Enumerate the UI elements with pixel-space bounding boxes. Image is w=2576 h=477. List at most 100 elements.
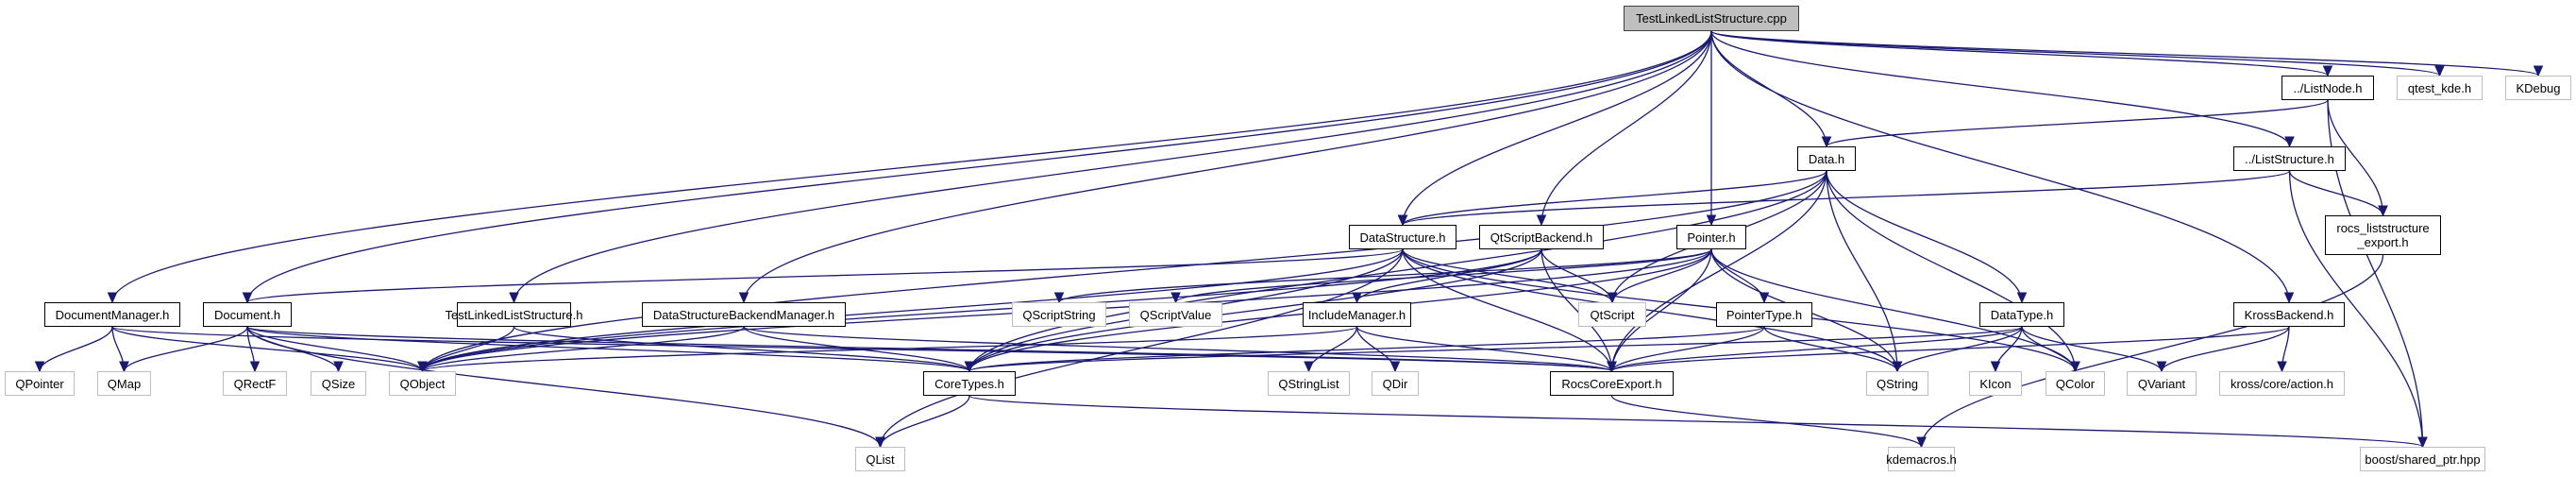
node-includemanager[interactable]: IncludeManager.h [1303,302,1411,327]
edge-datatype-to-rocscoreexport [1610,326,2023,372]
edge-document-to-rocscoreexport [246,326,1613,372]
edge-data-to-datastructure [1402,170,1827,226]
node-qobject: QObject [389,371,456,396]
edge-dsbackendmgr-to-qobject [421,326,745,372]
edge-data-to-datatype [1826,170,2023,303]
edge-pointer-to-qscriptstring [1058,248,1712,303]
node-listnode[interactable]: ../ListNode.h [2281,76,2374,100]
node-qlist: QList [855,447,905,471]
arrowhead-icon [2322,65,2333,77]
edge-datastructure-to-document [246,248,1404,303]
node-liststructure[interactable]: ../ListStructure.h [2233,146,2346,171]
node-krossbackend[interactable]: KrossBackend.h [2233,302,2345,327]
arrowhead-icon [2070,361,2080,373]
arrowhead-icon [34,361,45,373]
edge-root-to-liststructure [1710,30,2291,147]
edge-docmanager-to-qpointer [39,326,113,372]
edge-rocscoreexport-to-kdemacros [1610,395,1923,448]
node-datatype[interactable]: DataType.h [1979,302,2064,327]
edge-listnode-to-rocs_export [2327,99,2384,216]
edge-dsbackendmgr-to-coretypes [743,326,970,372]
edge-datatype-to-qvariant [2021,326,2163,372]
edge-root-to-document [246,30,1712,303]
node-qvariant: QVariant [2127,371,2197,396]
node-qstringlist: QStringList [1268,371,1350,396]
node-kdebug: KDebug [2505,76,2571,100]
edge-coretypes-to-qlist [879,395,970,448]
edge-qtscriptbackend-to-rocscoreexport [1541,248,1613,372]
edge-listnode-to-data [1826,99,2329,147]
edge-testlinked_h-to-qobject [421,326,515,372]
node-qcolor: QColor [2046,371,2105,396]
edge-document-to-qmap [123,326,248,372]
arrowhead-icon [1053,292,1065,304]
arrowhead-icon [2284,136,2295,148]
edge-krossbackend-to-qvariant [2161,326,2290,372]
edge-liststructure-to-rocs_export [2288,170,2384,216]
edge-includemanager-to-qobject [421,326,1358,372]
arrowhead-icon [964,361,975,373]
node-qrectf: QRectF [223,371,287,396]
arrowhead-icon [107,292,118,304]
node-kross-action: kross/core/action.h [2219,371,2345,396]
arrowhead-icon [242,292,253,304]
node-qscriptstring: QScriptString [1012,302,1106,327]
node-datastructure[interactable]: DataStructure.h [1349,225,1456,249]
edge-docmanager-to-qobject [111,326,424,372]
edge-datatype-to-coretypes [968,326,2023,372]
edge-pointer-to-rocscoreexport [1610,248,1712,372]
arrowhead-icon [2434,65,2445,77]
edge-pointer-to-pointertype [1710,248,1765,303]
node-qtscriptbackend[interactable]: QtScriptBackend.h [1479,225,1604,249]
node-coretypes[interactable]: CoreTypes.h [923,371,1016,396]
arrowhead-icon [1170,292,1181,304]
node-docmanager[interactable]: DocumentManager.h [44,302,180,327]
edge-testlinked_h-to-coretypes [513,326,970,372]
edge-liststructure-to-datastructure [1402,170,2291,226]
edge-coretypes-to-boost_shared [968,395,2424,448]
edge-pointertype-to-rocscoreexport [1610,326,1765,372]
arrowhead-icon [1607,361,1617,373]
arrowhead-icon [333,361,344,373]
node-qpointer: QPointer [5,371,75,396]
edge-pointertype-to-qstring [1763,326,1898,372]
arrowhead-icon [417,361,428,373]
edge-data-to-qcolor [1826,170,2077,372]
edge-data-to-qstring [1826,170,1898,372]
edge-pointertype-to-coretypes [968,326,1765,372]
node-dsbackendmgr[interactable]: DataStructureBackendManager.h [642,302,846,327]
node-qscriptvalue: QScriptValue [1129,302,1222,327]
edge-datastructure-to-qobject [421,248,1404,372]
node-rocs-export[interactable]: rocs_liststructure _export.h [2325,215,2441,255]
node-qstring: QString [1866,371,1928,396]
arrowhead-icon [249,361,261,373]
node-rocscoreexport[interactable]: RocsCoreExport.h [1550,371,1674,396]
arrowhead-icon [1389,361,1401,373]
node-data[interactable]: Data.h [1797,146,1856,171]
arrowhead-icon [2283,292,2295,304]
node-root[interactable]: TestLinkedListStructure.cpp [1624,6,1799,31]
arrowhead-icon [509,292,519,304]
edge-datastructure-to-rocscoreexport [1402,248,1613,372]
node-boost-shared: boost/shared_ptr.hpp [2360,447,2485,471]
arrowhead-icon [119,361,129,373]
edge-root-to-listnode [1710,30,2329,77]
arrowhead-icon [2156,361,2167,373]
node-document[interactable]: Document.h [203,302,292,327]
edge-root-to-krossbackend [1710,30,2290,303]
arrowhead-icon [1607,292,1618,304]
edge-document-to-qobject [246,326,424,372]
arrowhead-icon [1397,214,1408,227]
node-pointer[interactable]: Pointer.h [1676,225,1746,249]
edge-root-to-kdebug [1710,30,2539,77]
edge-root-to-testlinked_h [513,30,1712,303]
node-pointertype[interactable]: PointerType.h [1716,302,1812,327]
edge-krossbackend-to-rocscoreexport [1610,326,2290,372]
arrowhead-icon [1304,361,1314,373]
arrowhead-icon [738,292,749,304]
edge-document-to-qlist [246,326,882,448]
arrowhead-icon [2016,292,2028,304]
node-testlinked-h[interactable]: TestLinkedListStructure.h [446,302,582,327]
